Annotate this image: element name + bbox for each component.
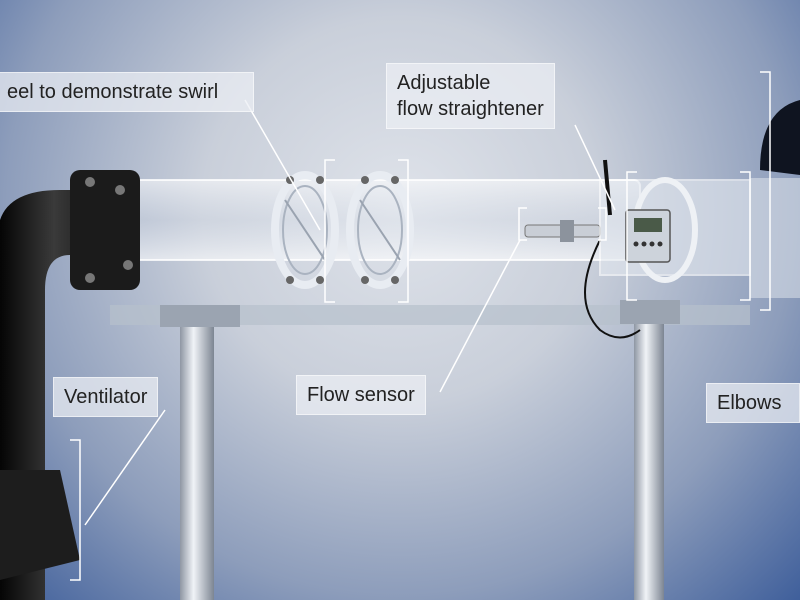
elbow-dome [760, 100, 800, 175]
flow-straightener [599, 159, 751, 283]
swirl-wheels [271, 171, 414, 289]
label-straightener-line1: Adjustable [397, 72, 491, 94]
ventilator-housing [0, 470, 80, 580]
label-swirl-text: eel to demonstrate swirl [7, 81, 219, 103]
label-flow-straightener: Adjustable flow straightener [386, 63, 555, 129]
label-swirl-wheel: eel to demonstrate swirl [0, 72, 254, 112]
pipe-flange [70, 170, 140, 290]
label-elbows-text: Elbows [717, 392, 782, 414]
label-ventilator: Ventilator [53, 377, 159, 417]
label-flow-sensor: Flow sensor [296, 375, 426, 415]
label-elbows: Elbows [706, 383, 800, 423]
label-ventilator-text: Ventilator [64, 386, 148, 408]
shelf-rail [110, 305, 750, 325]
support-post-left [180, 320, 214, 600]
support-post-right [634, 320, 664, 600]
transmitter-display [625, 209, 671, 263]
label-flow-sensor-text: Flow sensor [307, 384, 415, 406]
callout-lines [70, 71, 771, 581]
label-straightener-line2: flow straightener [397, 98, 544, 120]
